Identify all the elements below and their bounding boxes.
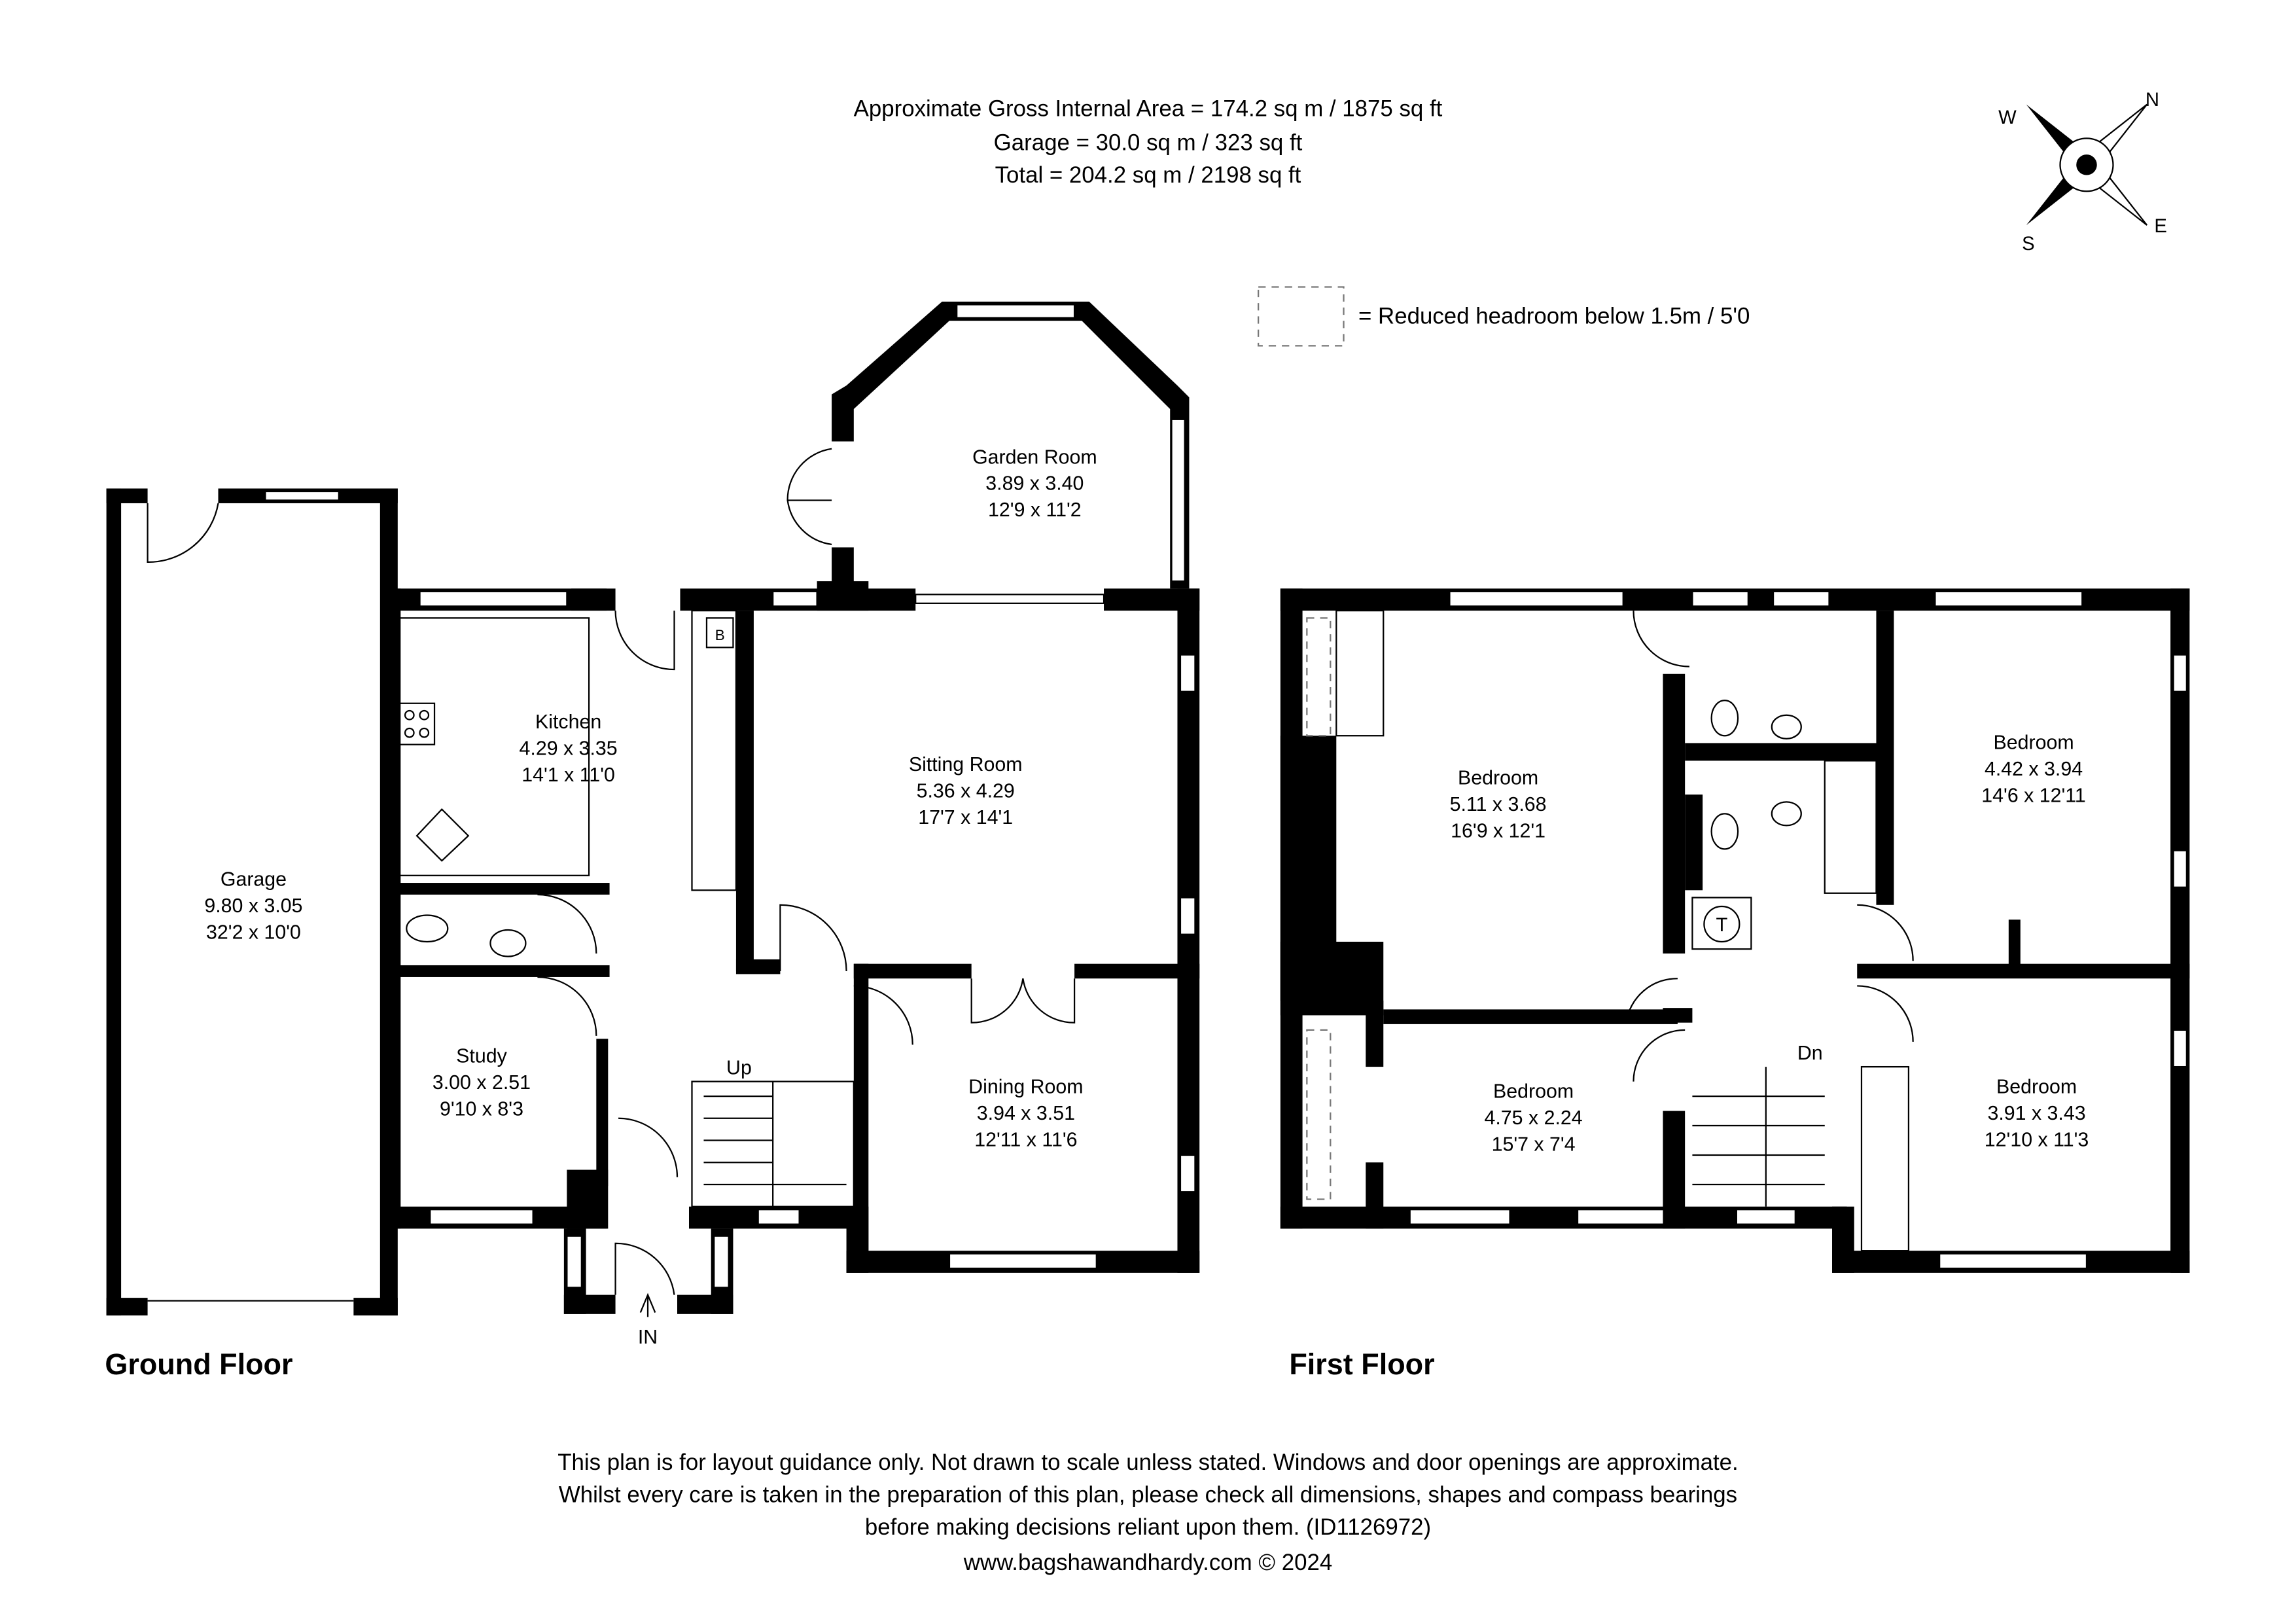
room-imperial-sitting-room: 17'7 x 14'1 bbox=[918, 807, 1013, 829]
room-imperial-bedroom-3: 15'7 x 7'4 bbox=[1492, 1133, 1576, 1155]
room-metric-bedroom-4: 3.91 x 3.43 bbox=[1987, 1103, 2085, 1124]
room-name-study: Study bbox=[456, 1045, 507, 1067]
reduced-headroom-swatch bbox=[1258, 286, 1345, 347]
room-imperial-study: 9'10 x 8'3 bbox=[440, 1098, 523, 1120]
room-metric-bedroom-2: 4.42 x 3.94 bbox=[1985, 758, 2083, 780]
entrance-label: IN bbox=[638, 1327, 658, 1348]
garage-area-text: Garage = 30.0 sq m / 323 sq ft bbox=[994, 130, 1303, 155]
room-metric-study: 3.00 x 2.51 bbox=[433, 1072, 531, 1094]
compass-e: E bbox=[2154, 216, 2166, 237]
room-imperial-bedroom-1: 16'9 x 12'1 bbox=[1451, 820, 1545, 842]
ground-stairs bbox=[703, 1081, 847, 1207]
ground-floor-title: Ground Floor bbox=[105, 1347, 292, 1381]
disclaimer-line-2: Whilst every care is taken in the prepar… bbox=[559, 1482, 1737, 1508]
stairs-down-label: Dn bbox=[1797, 1043, 1823, 1064]
stairs-up-label: Up bbox=[726, 1057, 752, 1079]
first-floor-plan: T Bedroom 5.11 x 3.68 16'9 x 12'1 Bedroo… bbox=[1280, 588, 2190, 1273]
room-metric-bedroom-1: 5.11 x 3.68 bbox=[1450, 794, 1547, 815]
boiler-label: B bbox=[715, 627, 725, 643]
disclaimer-line-1: This plan is for layout guidance only. N… bbox=[557, 1450, 1739, 1475]
water-tank-icon bbox=[1703, 905, 1740, 943]
room-name-sitting-room: Sitting Room bbox=[909, 754, 1023, 776]
room-metric-kitchen: 4.29 x 3.35 bbox=[520, 738, 618, 759]
website-copyright: www.bagshawandhardy.com © 2024 bbox=[963, 1550, 1332, 1575]
room-name-garden-room: Garden Room bbox=[972, 446, 1097, 468]
room-name-kitchen: Kitchen bbox=[535, 711, 601, 733]
tank-label: T bbox=[1716, 915, 1727, 936]
total-area-text: Total = 204.2 sq m / 2198 sq ft bbox=[995, 162, 1301, 188]
room-name-garage: Garage bbox=[221, 869, 287, 891]
room-metric-garage: 9.80 x 3.05 bbox=[204, 895, 302, 917]
room-imperial-bedroom-2: 14'6 x 12'11 bbox=[1981, 785, 2086, 806]
legend-text: = Reduced headroom below 1.5m / 5'0 bbox=[1358, 304, 1750, 329]
room-metric-sitting-room: 5.36 x 4.29 bbox=[917, 781, 1015, 802]
room-name-bedroom-3: Bedroom bbox=[1493, 1080, 1574, 1102]
room-imperial-garage: 32'2 x 10'0 bbox=[206, 921, 301, 943]
compass-s: S bbox=[2022, 234, 2034, 255]
room-name-bedroom-4: Bedroom bbox=[1996, 1077, 2077, 1098]
room-name-bedroom-2: Bedroom bbox=[1993, 732, 2074, 753]
room-name-bedroom-1: Bedroom bbox=[1458, 767, 1538, 789]
gross-area-text: Approximate Gross Internal Area = 174.2 … bbox=[854, 96, 1443, 122]
room-imperial-bedroom-4: 12'10 x 11'3 bbox=[1985, 1130, 2089, 1151]
room-imperial-kitchen: 14'1 x 11'0 bbox=[521, 764, 615, 786]
room-metric-garden-room: 3.89 x 3.40 bbox=[985, 473, 1084, 495]
room-metric-dining-room: 3.94 x 3.51 bbox=[977, 1103, 1075, 1124]
compass-icon: N E S W bbox=[1998, 90, 2167, 255]
first-floor-title: First Floor bbox=[1289, 1347, 1434, 1381]
compass-w: W bbox=[1998, 107, 2017, 128]
first-stairs bbox=[1692, 1067, 1825, 1207]
room-metric-bedroom-3: 4.75 x 2.24 bbox=[1485, 1107, 1583, 1129]
disclaimer-line-3: before making decisions reliant upon the… bbox=[865, 1514, 1431, 1540]
room-imperial-garden-room: 12'9 x 11'2 bbox=[988, 499, 1082, 521]
compass-n: N bbox=[2146, 90, 2159, 111]
ground-floor-plan: B Garage 9.80 x 3.05 32'2 x 10'0 Kitchen… bbox=[106, 301, 1200, 1348]
room-name-dining-room: Dining Room bbox=[968, 1077, 1083, 1098]
room-imperial-dining-room: 12'11 x 11'6 bbox=[974, 1130, 1077, 1151]
